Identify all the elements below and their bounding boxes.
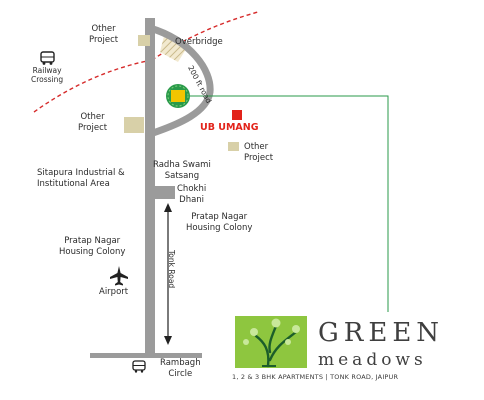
tonk-road: [145, 18, 155, 358]
railway-line-top: [151, 11, 259, 61]
brand-tagline: 1, 2 & 3 BHK APARTMENTS | TONK ROAD, JAI…: [232, 373, 399, 381]
bus-icon: [132, 360, 146, 373]
other-project-box-2: [124, 117, 144, 133]
railway-line-bottom: [33, 59, 153, 113]
arrow-up-icon: [164, 203, 172, 212]
other-project-box-1: [138, 35, 150, 46]
airplane-icon: [110, 266, 128, 286]
label-tonk-road: Tonk Road: [167, 250, 176, 289]
label-sitapura: Sitapura Industrial &Institutional Area: [37, 168, 125, 189]
other-project-box-3: [228, 142, 239, 151]
road-200ft: [148, 24, 214, 138]
connector-chokhi: [155, 186, 175, 199]
label-airport: Airport: [99, 287, 129, 297]
brand-subtitle: meadows: [318, 350, 427, 370]
brand-title: GREEN: [318, 318, 445, 348]
label-ub-umang: UB UMANG: [200, 122, 259, 133]
arrow-down-icon: [164, 336, 172, 345]
tree-logo-icon: [243, 318, 300, 368]
ub-umang-marker: [232, 110, 242, 120]
overbridge-area: [160, 36, 188, 62]
leader-line: [190, 95, 389, 312]
bus-icon: [40, 51, 55, 65]
rambagh-road: [90, 353, 202, 358]
label-overbridge: Overbridge: [175, 37, 223, 47]
